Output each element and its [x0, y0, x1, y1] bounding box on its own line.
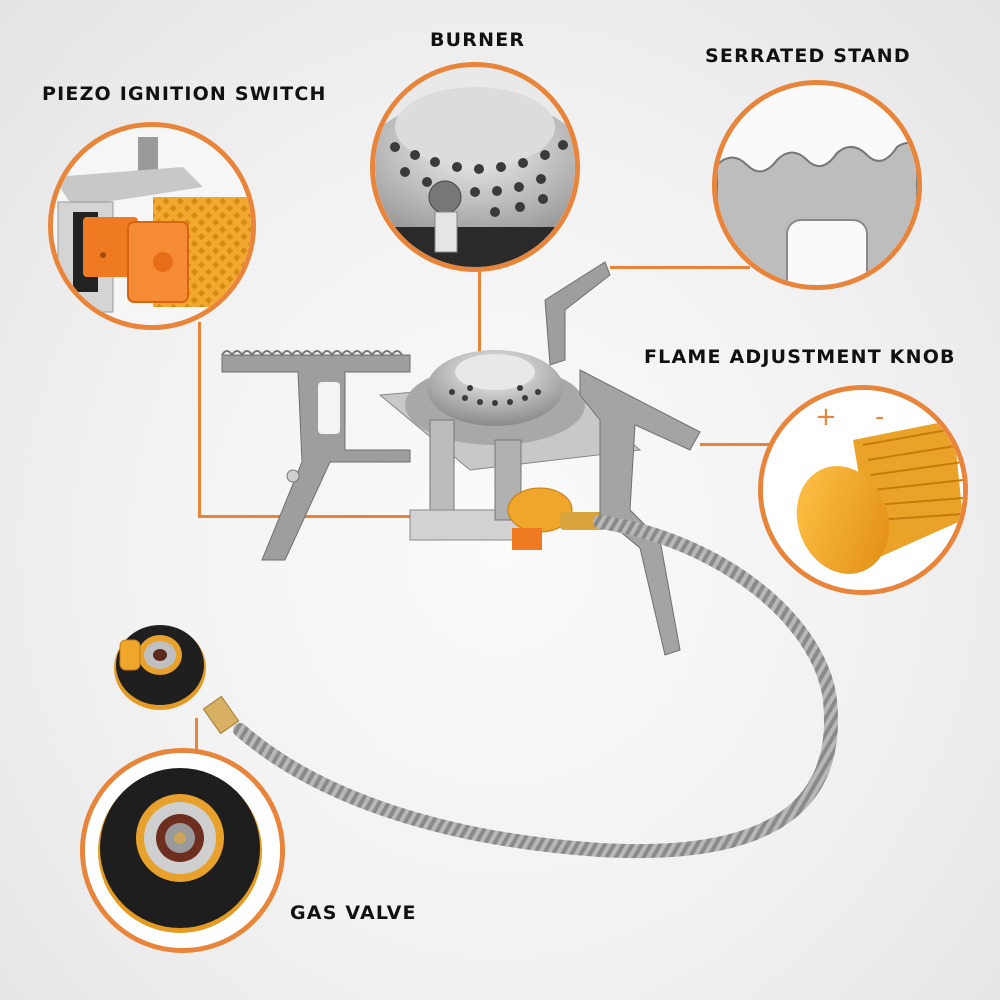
right-pot-support: [579, 369, 701, 656]
burner-label: BURNER: [430, 29, 526, 51]
knob-detail-circle: + -: [758, 385, 968, 595]
knob-plus-sign: +: [815, 402, 837, 432]
serrated-stand-label: SERRATED STAND: [705, 45, 911, 67]
flame-knob-label: FLAME ADJUSTMENT KNOB: [644, 346, 956, 368]
knob-leader: [700, 443, 770, 446]
valve-leader: [195, 718, 198, 768]
piezo-ignition-label: PIEZO IGNITION SWITCH: [42, 83, 327, 105]
burner-leader: [478, 268, 481, 368]
serrated-stand-icon: [717, 85, 917, 285]
stand-detail-circle: [712, 80, 922, 290]
gas-valve-adapter: [114, 625, 240, 735]
back-pot-support: [544, 261, 611, 366]
valve-detail-circle: [80, 748, 285, 953]
left-pot-support: [221, 350, 411, 561]
gas-valve-label: GAS VALVE: [290, 902, 417, 924]
stand-leader: [610, 266, 750, 269]
flame-knob-icon: [763, 390, 963, 590]
main-burner-head: [405, 350, 585, 445]
piezo-leader-vertical: [198, 322, 201, 518]
burner-detail-circle: [370, 62, 580, 272]
stove-body-frame: [409, 419, 605, 550]
knob-minus-sign: -: [875, 402, 885, 432]
gas-valve-icon: [85, 753, 280, 948]
burner-head-icon: [375, 67, 575, 267]
braided-gas-hose: [233, 515, 838, 858]
